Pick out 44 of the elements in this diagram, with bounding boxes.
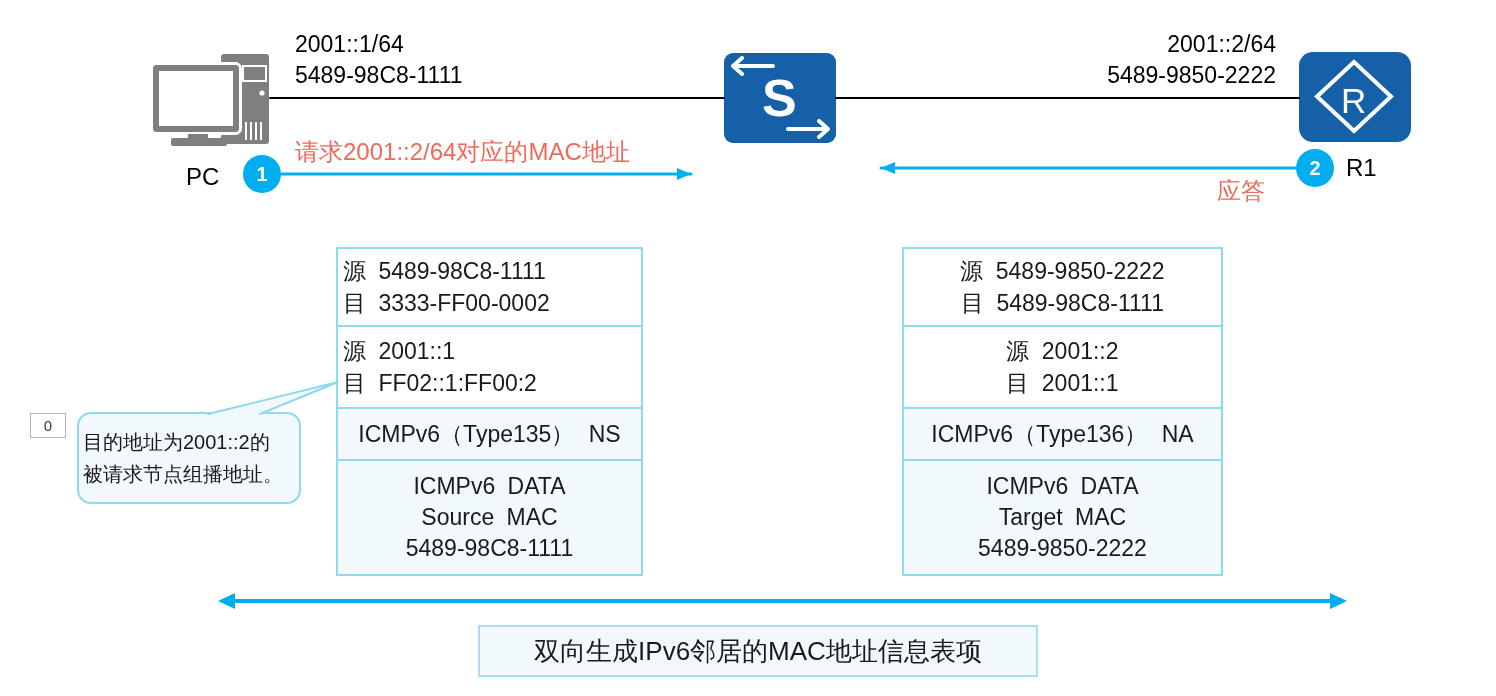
step-number: 1 (243, 155, 281, 193)
network-link (835, 97, 1300, 99)
summary-banner (478, 625, 1038, 677)
ip-address-line: 目 2001::1 (1006, 369, 1119, 398)
packet-frame (336, 247, 643, 576)
step-number: 2 (1296, 149, 1334, 187)
summary-text: 双向生成IPv6邻居的MAC地址信息表项 (534, 635, 982, 667)
mac-address-line: 目 3333-FF00-0002 (343, 289, 550, 318)
packet-frame (902, 247, 1223, 576)
ip-address-line: 源 2001::2 (1006, 337, 1119, 366)
protocol-label: ICMPv6（Type136） NA (931, 420, 1194, 449)
callout-text: 目的地址为2001::2的被请求节点组播地址。 (83, 430, 284, 487)
network-link (269, 97, 725, 99)
number-tag: 0 (30, 413, 66, 438)
device-name: R1 (1346, 154, 1377, 182)
address-label: 5489-98C8-1111 (295, 61, 463, 90)
mac-address-line: 源 5489-9850-2222 (960, 257, 1165, 286)
message-arrow (879, 162, 1298, 174)
message-arrow (279, 168, 693, 180)
device-name: PC (186, 163, 220, 191)
icmpv6-type-field (904, 407, 1221, 459)
payload-line: Source MAC (421, 503, 558, 532)
icmpv6-data-field (338, 459, 641, 574)
icmpv6-data-field (904, 459, 1221, 574)
payload-line: 5489-98C8-1111 (405, 534, 574, 563)
payload-line: ICMPv6 DATA (413, 472, 566, 501)
address-label: 5489-9850-2222 (1107, 61, 1276, 90)
edge-label: 应答 (1217, 177, 1265, 205)
edge-label: 请求2001::2/64对应的MAC地址 (295, 138, 630, 166)
payload-line: 5489-9850-2222 (978, 534, 1147, 563)
address-label: 2001::1/64 (295, 30, 404, 59)
ip-address-line: 目 FF02::1:FF00:2 (343, 369, 537, 398)
mac-address-line: 目 5489-98C8-1111 (961, 289, 1164, 318)
ip-address-line: 源 2001::1 (343, 337, 456, 366)
icmpv6-type-field (338, 407, 641, 459)
payload-line: ICMPv6 DATA (986, 472, 1139, 501)
protocol-label: ICMPv6（Type135） NS (358, 420, 621, 449)
payload-line: Target MAC (998, 503, 1127, 532)
device-letter: S (762, 77, 797, 119)
device-letter: R (1341, 82, 1367, 120)
switch-tile (724, 53, 836, 143)
address-label: 2001::2/64 (1167, 30, 1276, 59)
callout-tail (207, 381, 339, 415)
mac-address-line: 源 5489-98C8-1111 (343, 257, 546, 286)
